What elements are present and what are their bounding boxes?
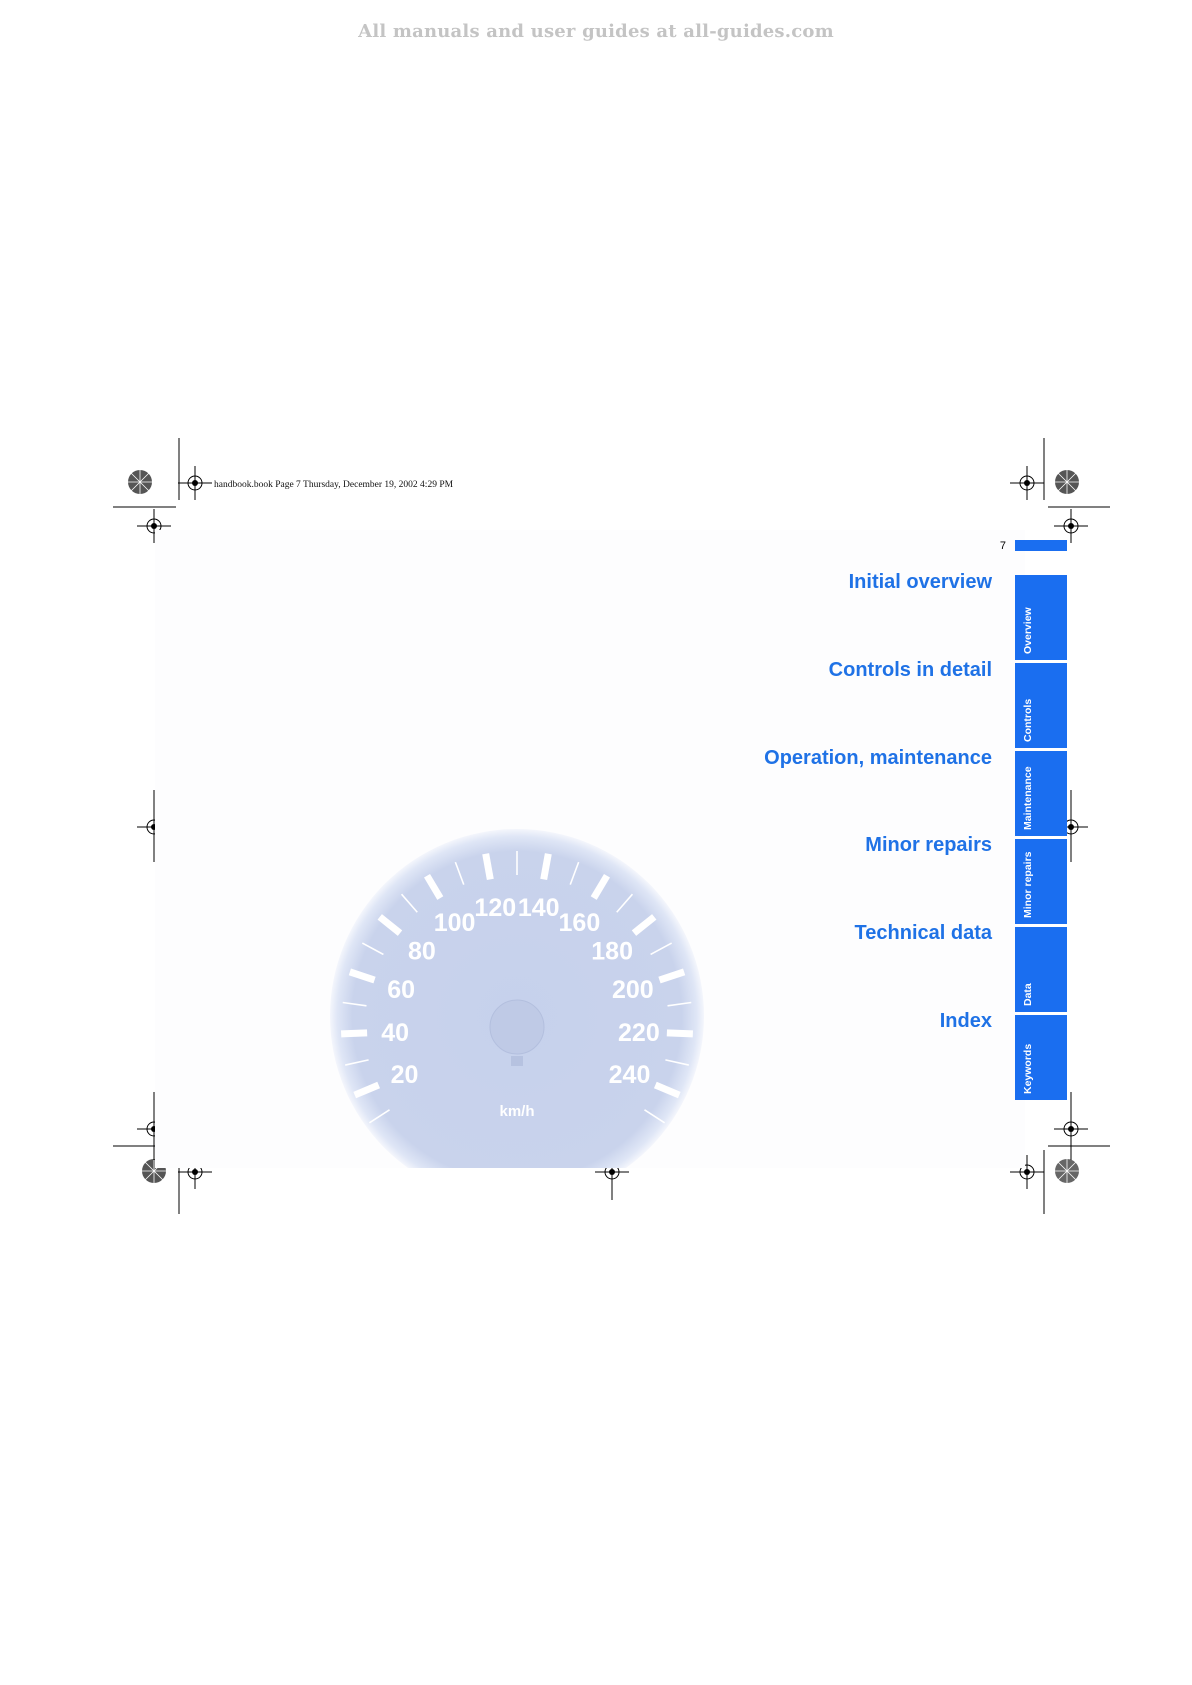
tab-maintenance[interactable]: Maintenance	[1015, 751, 1067, 836]
major-tick	[666, 1029, 694, 1038]
scale-label: 220	[618, 1019, 660, 1047]
tab-overview[interactable]: Overview	[1015, 575, 1067, 660]
crosshair-mark	[1010, 466, 1044, 500]
major-tick	[340, 1029, 368, 1038]
tab-label: Controls	[1022, 698, 1034, 742]
registration-mark	[126, 468, 154, 496]
scale-label: 20	[391, 1061, 419, 1089]
major-tick	[653, 1081, 681, 1099]
tab-data[interactable]: Data	[1015, 927, 1067, 1012]
tab-label: Keywords	[1022, 1043, 1034, 1094]
tab-label: Overview	[1022, 607, 1034, 654]
major-tick	[631, 914, 657, 936]
scale-label: 160	[559, 909, 601, 937]
scale-label: 240	[609, 1061, 651, 1089]
major-tick	[540, 853, 552, 881]
crosshair-mark	[178, 466, 212, 500]
minor-tick	[650, 942, 673, 956]
minor-tick	[361, 942, 384, 956]
toc-entry-initial-overview[interactable]: Initial overview	[848, 571, 992, 593]
crosshair-mark	[1010, 1155, 1044, 1189]
needle-hub	[489, 999, 545, 1055]
tab-label: Minor repairs	[1022, 851, 1034, 918]
minor-tick	[344, 1059, 369, 1066]
minor-tick	[644, 1109, 666, 1124]
tab-label: Maintenance	[1022, 766, 1034, 830]
scale-label: 100	[434, 909, 476, 937]
crosshair-mark	[137, 509, 171, 543]
registration-mark	[1053, 1157, 1081, 1185]
scale-label: 120	[474, 894, 516, 922]
tab-controls[interactable]: Controls	[1015, 663, 1067, 748]
minor-tick	[569, 861, 580, 885]
scale-label: 40	[381, 1019, 409, 1047]
registration-mark	[1053, 468, 1081, 496]
tab-minor-repairs[interactable]: Minor repairs	[1015, 839, 1067, 924]
minor-tick	[667, 1001, 692, 1007]
needle-hub-base	[511, 1056, 523, 1066]
print-slug: handbook.book Page 7 Thursday, December …	[214, 480, 454, 490]
major-tick	[482, 853, 494, 881]
page-number-bar	[1015, 540, 1067, 551]
speedometer-dial	[330, 829, 704, 1168]
watermark-text: All manuals and user guides at all-guide…	[358, 21, 834, 42]
toc-entry-technical-data[interactable]: Technical data	[854, 922, 992, 944]
major-tick	[424, 873, 444, 900]
tab-label: Data	[1022, 983, 1034, 1006]
toc-entry-minor-repairs[interactable]: Minor repairs	[865, 834, 992, 856]
scale-label: 180	[591, 938, 633, 966]
major-tick	[590, 873, 610, 900]
major-tick	[377, 914, 403, 936]
major-tick	[353, 1081, 381, 1099]
minor-tick	[368, 1109, 390, 1124]
scale-label: 60	[387, 976, 415, 1004]
scale-label: 80	[408, 938, 436, 966]
scale-label: 200	[612, 976, 654, 1004]
minor-tick	[342, 1001, 367, 1007]
toc-entry-operation-maintenance[interactable]: Operation, maintenance	[764, 747, 992, 769]
minor-tick	[665, 1059, 690, 1066]
minor-tick	[616, 893, 634, 913]
crosshair-mark	[1054, 509, 1088, 543]
speed-unit-label: km/h	[499, 1103, 534, 1120]
minor-tick	[400, 893, 418, 913]
minor-tick	[454, 861, 465, 885]
toc-entry-controls-in-detail[interactable]: Controls in detail	[828, 659, 992, 681]
scale-label: 140	[518, 894, 560, 922]
major-tick	[348, 968, 376, 984]
toc-entry-index[interactable]: Index	[939, 1010, 992, 1032]
tab-keywords[interactable]: Keywords	[1015, 1015, 1067, 1100]
major-tick	[658, 968, 686, 984]
page-number: 7	[999, 540, 1006, 552]
